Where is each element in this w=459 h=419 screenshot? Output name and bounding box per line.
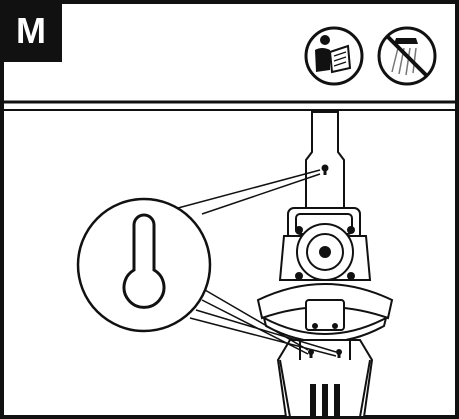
keyhole-callout: [76, 197, 212, 333]
leader-lines: [177, 169, 337, 357]
tool-illustration: [256, 111, 394, 418]
step-letter-badge: M: [0, 0, 62, 62]
keyhole-shape: [122, 213, 166, 309]
no-water-spray-icon: [377, 26, 437, 86]
read-manual-icon: [304, 26, 364, 86]
